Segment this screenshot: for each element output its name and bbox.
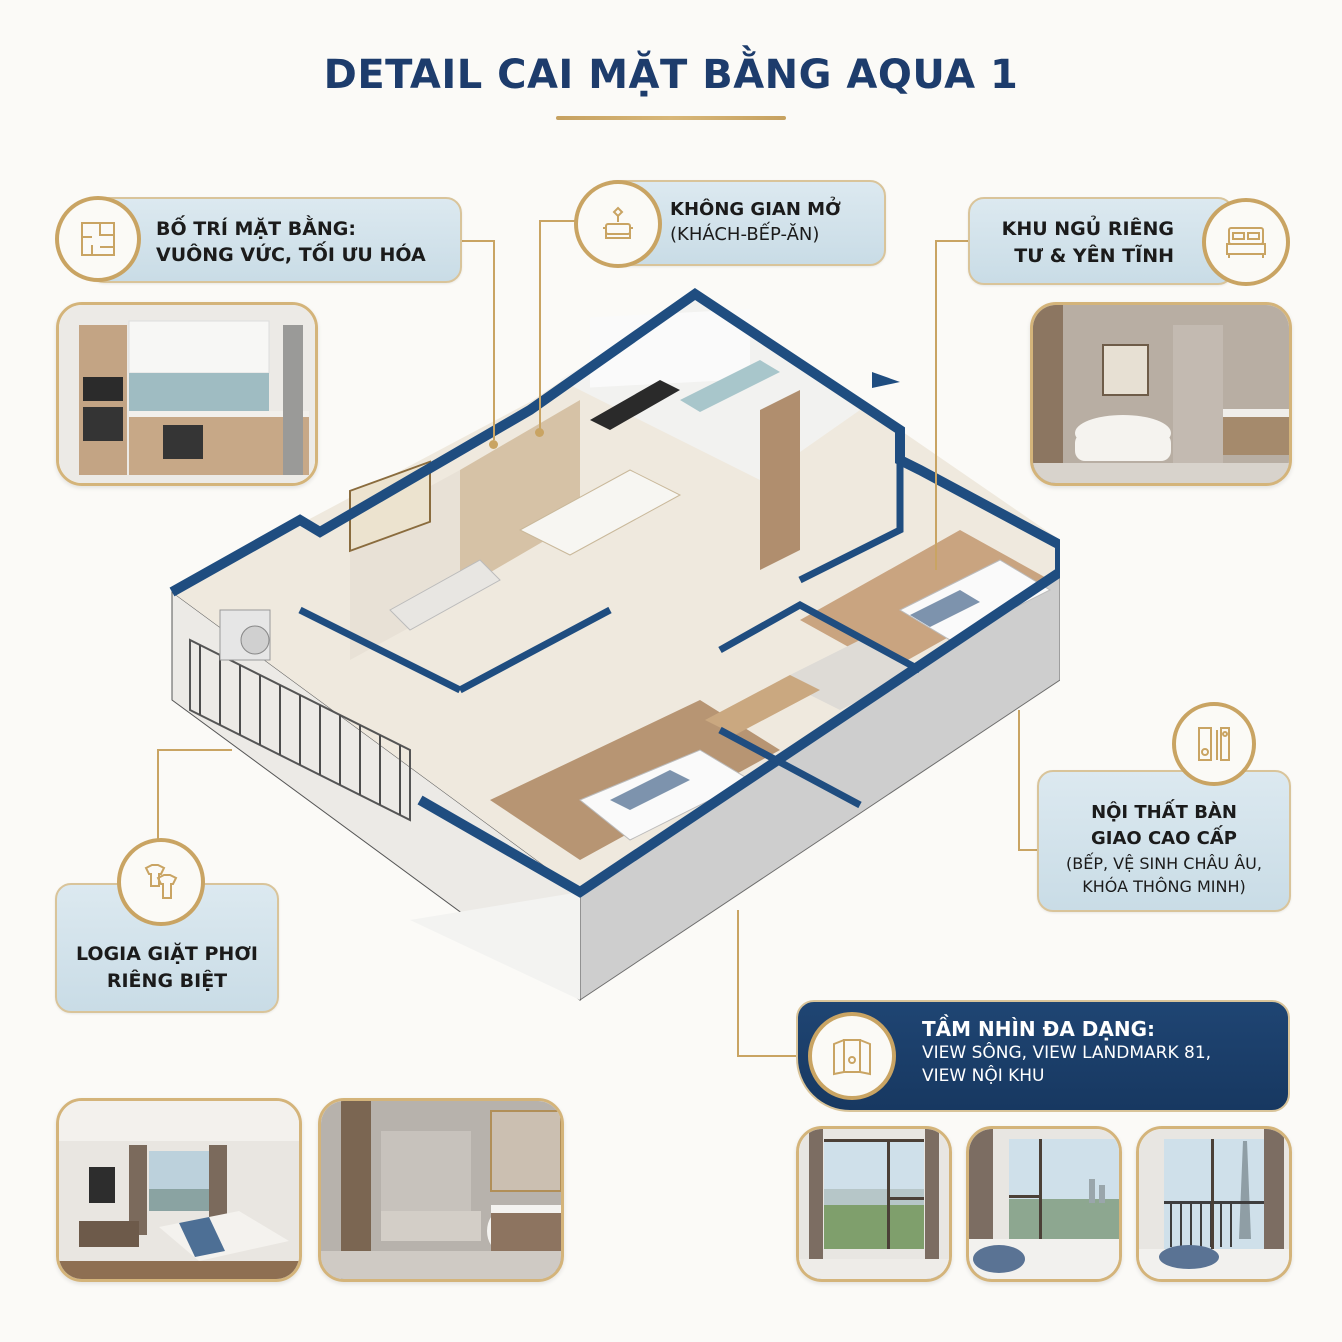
callout-furniture: NỘI THẤT BÀN GIAO CAO CẤP (BẾP, VỆ SINH … [1037, 770, 1291, 912]
callout-sleep-line2: TƯ & YÊN TĨNH [1014, 245, 1174, 267]
connector-sleep [935, 240, 971, 242]
connector-views [737, 910, 739, 1056]
sofa-lamp-icon [574, 180, 662, 268]
connector-sleep-v [935, 240, 937, 570]
floorplan-icon [55, 196, 141, 282]
photo-view-city [966, 1126, 1122, 1282]
photo-view-landmark [1136, 1126, 1292, 1282]
connector-furniture-h [1018, 849, 1038, 851]
connector-open-space-v [539, 220, 541, 430]
connector-logia [157, 750, 159, 840]
callout-private-sleep: KHU NGỦ RIÊNG TƯ & YÊN TĨNH [968, 197, 1234, 285]
photo-bathroom [318, 1098, 564, 1282]
connector-views-h [737, 1055, 799, 1057]
connector-furniture [1018, 710, 1020, 850]
callout-views-line3: VIEW NỘI KHU [922, 1066, 1045, 1086]
callout-furniture-line2: GIAO CAO CẤP [1090, 828, 1237, 849]
callout-layout-line2: VUÔNG VỨC, TỐI ƯU HÓA [156, 244, 426, 266]
callout-views-line1: TẦM NHÌN ĐA DẠNG: [922, 1017, 1156, 1041]
callout-open-space-line1: KHÔNG GIAN MỞ [670, 199, 841, 220]
photo-view-river [796, 1126, 952, 1282]
callout-logia-line2: RIÊNG BIỆT [106, 970, 228, 992]
callout-layout: BỐ TRÍ MẶT BẰNG: VUÔNG VỨC, TỐI ƯU HÓA [88, 197, 462, 283]
connector-logia-h [157, 749, 232, 751]
photo-bedroom [56, 1098, 302, 1282]
callout-logia-line1: LOGIA GIẶT PHƠI [75, 943, 258, 965]
connector-layout [460, 240, 494, 242]
connector-dot [489, 440, 498, 449]
callout-furniture-line1: NỘI THẤT BÀN [1091, 802, 1237, 823]
photo-master-bathroom [1030, 302, 1292, 486]
callout-sleep-line1: KHU NGỦ RIÊNG [1001, 218, 1174, 240]
connector-dot [535, 428, 544, 437]
callout-views-line2: VIEW SÔNG, VIEW LANDMARK 81, [922, 1043, 1212, 1063]
photo-kitchen [56, 302, 318, 486]
callout-open-space-line2: (KHÁCH-BẾP-ĂN) [670, 224, 820, 245]
bed-icon [1202, 198, 1290, 286]
callout-furniture-line3: (BẾP, VỆ SINH CHÂU ÂU, [1066, 854, 1262, 873]
page-title: DETAIL CAI MẶT BẰNG AQUA 1 [323, 52, 1019, 98]
callout-layout-line1: BỐ TRÍ MẶT BẰNG: [156, 218, 356, 240]
connector-open-space [540, 220, 576, 222]
appliance-person-icon [1172, 702, 1256, 786]
isometric-floor-plan [160, 280, 1065, 1020]
connector-layout-v [493, 240, 495, 440]
callout-furniture-line4: KHÓA THÔNG MINH) [1082, 877, 1246, 896]
shirts-icon [117, 838, 205, 926]
open-window-icon [808, 1012, 896, 1100]
title-divider [556, 116, 786, 120]
